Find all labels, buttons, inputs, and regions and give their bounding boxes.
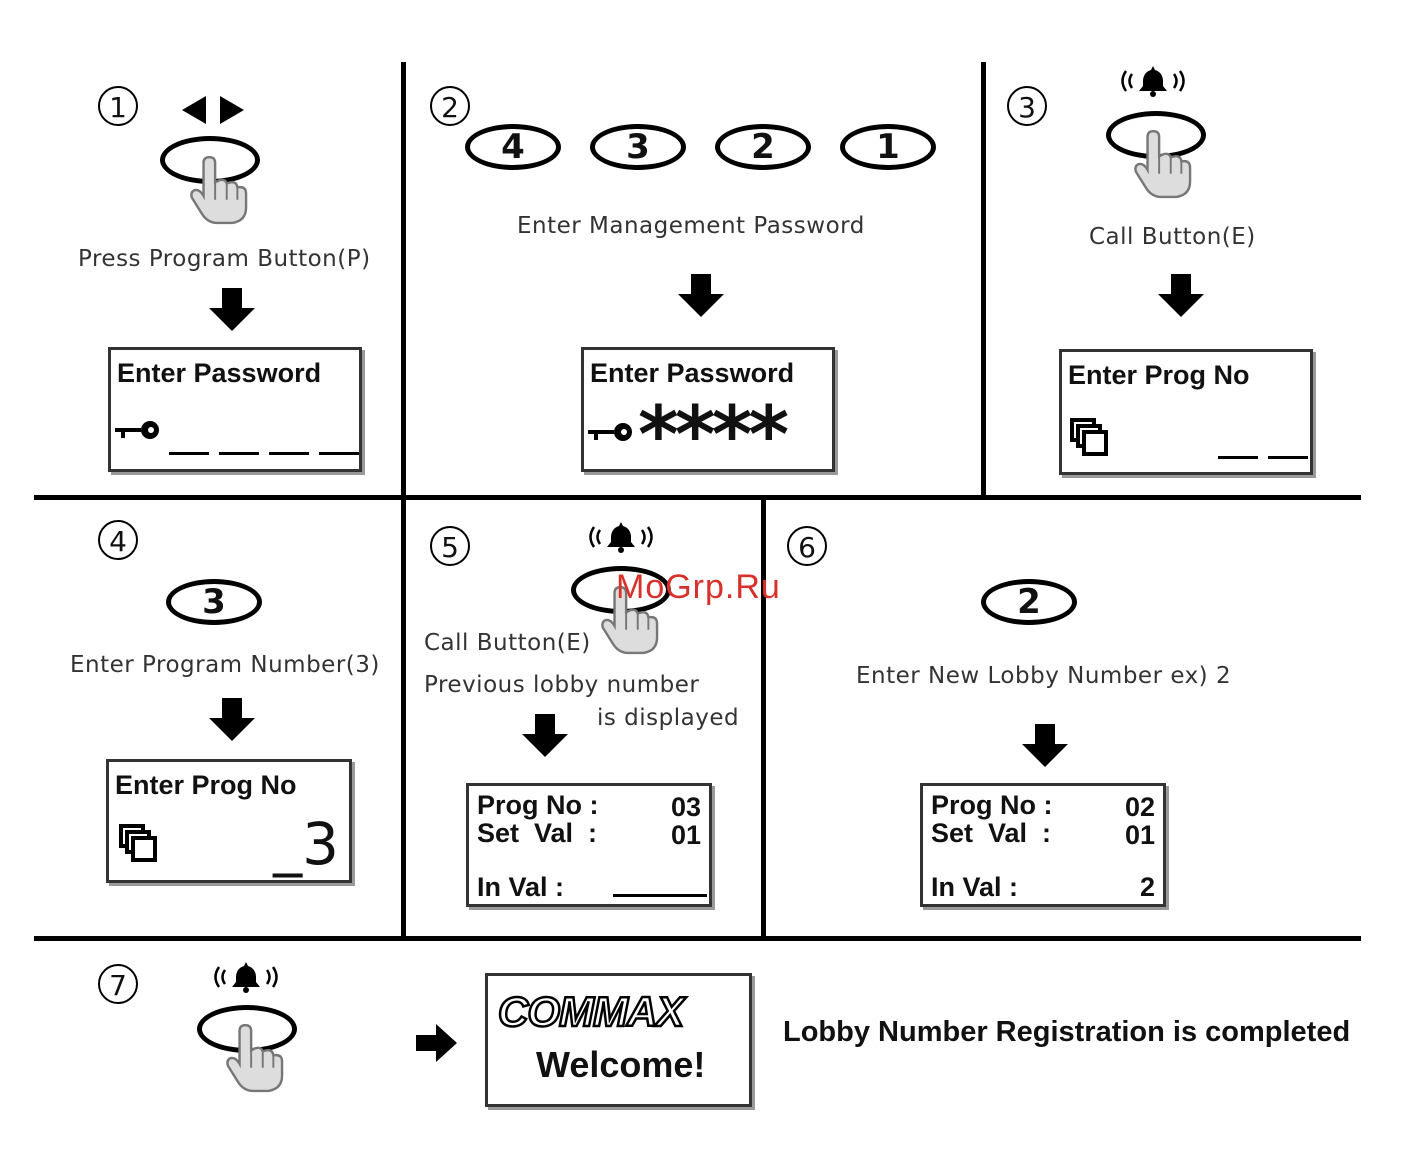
key-3: 3 (590, 124, 686, 170)
step-number-7: 7 (98, 964, 138, 1004)
set-val-label: Set Val : (477, 818, 598, 848)
step4-caption: Enter Program Number(3) (70, 652, 380, 678)
pressing-hand-icon (1134, 130, 1192, 200)
welcome-lcd-display: COMMAX Welcome! (485, 973, 752, 1107)
step1-caption: Press Program Button(P) (78, 246, 371, 272)
program-stack-icon (119, 824, 159, 864)
set-val-value: 01 (670, 820, 701, 850)
prog-no-label: Prog No : (931, 790, 1053, 820)
key-2: 2 (981, 579, 1077, 625)
divider-v3 (401, 498, 406, 938)
step-number-3: 3 (1007, 86, 1047, 126)
program-blanks (1218, 456, 1308, 459)
set-val-label: Set Val : (931, 818, 1052, 848)
step6-lcd-display: Prog No : 02 Set Val : 01 In Val : 2 (920, 783, 1166, 907)
step3-lcd-display: Enter Prog No (1059, 349, 1313, 475)
completion-message: Lobby Number Registration is completed (783, 1016, 1351, 1048)
key-2: 2 (715, 124, 811, 170)
step5-lcd-display: Prog No : 03 Set Val : 01 In Val : (466, 783, 712, 907)
divider-v2 (981, 62, 986, 498)
key-icon (115, 420, 161, 440)
bell-icon (1118, 64, 1188, 98)
bell-icon (586, 520, 656, 554)
welcome-text: Welcome! (536, 1044, 706, 1085)
step4-lcd-display: Enter Prog No _3 (106, 759, 352, 883)
down-arrow-icon (1021, 724, 1069, 768)
step5-caption-line2: Previous lobby number (424, 672, 700, 698)
in-val-label: In Val : (477, 872, 565, 902)
program-number-value: _3 (273, 810, 339, 878)
step-number-5: 5 (430, 526, 470, 566)
in-val-blank (613, 894, 707, 897)
step-number-2: 2 (430, 86, 470, 126)
key-1: 1 (840, 124, 936, 170)
divider-v1 (401, 62, 406, 498)
pressing-hand-icon (226, 1024, 284, 1094)
set-val-value: 01 (1124, 820, 1155, 850)
key-3: 3 (166, 579, 262, 625)
divider-h1 (34, 495, 1361, 500)
bell-icon (211, 960, 281, 994)
step-number-1: 1 (98, 86, 138, 126)
step1-lcd-display: Enter Password (108, 347, 362, 472)
step5-caption-line3: is displayed (597, 705, 740, 731)
watermark-text: MoGrp.Ru (616, 568, 781, 606)
divider-h2 (34, 936, 1361, 941)
lcd-title: Enter Prog No (115, 770, 297, 800)
key-4: 4 (465, 124, 561, 170)
prog-no-value: 03 (670, 792, 701, 822)
step2-lcd-display: Enter Password **** (581, 347, 835, 476)
lcd-title: Enter Password (590, 358, 795, 388)
down-arrow-icon (521, 714, 569, 758)
step6-caption: Enter New Lobby Number ex) 2 (856, 663, 1232, 689)
down-arrow-icon (1157, 274, 1205, 318)
lcd-title: Enter Password (117, 358, 322, 388)
prog-no-value: 02 (1124, 792, 1155, 822)
pressing-hand-icon (190, 156, 248, 226)
step3-caption: Call Button(E) (1089, 224, 1256, 250)
down-arrow-icon (208, 288, 256, 332)
step-number-4: 4 (98, 520, 138, 560)
left-right-arrows-icon (182, 96, 244, 124)
program-stack-icon (1070, 418, 1110, 458)
down-arrow-icon (208, 698, 256, 742)
in-val-label: In Val : (931, 872, 1019, 902)
step-number-6: 6 (787, 526, 827, 566)
divider-v4 (761, 498, 766, 938)
key-icon (588, 422, 634, 442)
step5-caption: Call Button(E) (424, 630, 591, 656)
password-blanks (169, 452, 359, 455)
commax-logo: COMMAX (497, 987, 686, 1037)
masked-password: **** (638, 391, 789, 481)
right-arrow-icon (416, 1024, 457, 1062)
lcd-title: Enter Prog No (1068, 360, 1250, 390)
in-val-value: 2 (1139, 872, 1155, 902)
down-arrow-icon (677, 274, 725, 318)
step2-caption: Enter Management Password (517, 213, 865, 239)
prog-no-label: Prog No : (477, 790, 599, 820)
